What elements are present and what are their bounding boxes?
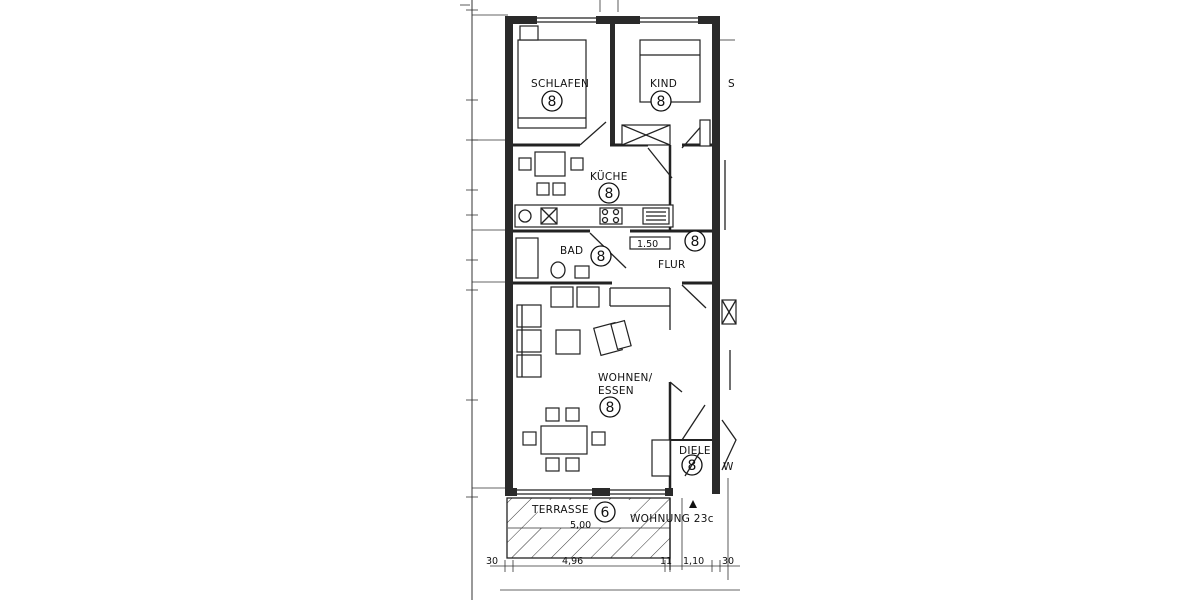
bottom-dim-main: 4,96: [562, 556, 583, 567]
right-edge-fragment-mid: W: [723, 461, 734, 473]
kueche-furniture: [514, 151, 674, 228]
schlafen-bed: [517, 25, 587, 129]
flur-code: 8: [691, 234, 700, 250]
outer-walls: [505, 16, 720, 496]
wohnen-furniture: [516, 286, 671, 477]
bad-code: 8: [597, 249, 606, 265]
bad-code-circle: [590, 245, 612, 267]
bad-furniture: [515, 236, 671, 279]
diele-code-strike: [684, 451, 701, 477]
kind-bed: [621, 39, 711, 147]
right-edge-fragments: [720, 39, 737, 580]
kind-code-circle: [650, 90, 672, 112]
left-dimension-line: [460, 0, 619, 600]
schlafen-code: 8: [548, 94, 557, 110]
unit-label: WOHNUNG 23c: [630, 513, 714, 525]
terrace-width-dimension: 5,00: [570, 520, 591, 531]
bottom-dim-entry: 1,10: [683, 556, 704, 567]
kueche-code-circle: [598, 182, 620, 204]
diele-label: DIELE: [679, 445, 711, 457]
terrasse-code-circle: [594, 501, 616, 523]
bottom-dim-right: 30: [722, 556, 734, 567]
kind-code: 8: [657, 94, 666, 110]
wohnen-code: 8: [606, 400, 615, 416]
bottom-dim-small: 11: [660, 556, 672, 567]
schlafen-code-circle: [541, 90, 563, 112]
kueche-code: 8: [605, 186, 614, 202]
wohnen-code-circle: [599, 396, 621, 418]
entrance-marker: [689, 500, 697, 508]
wohnen-label-line1: WOHNEN/: [598, 372, 653, 384]
terrasse-label: TERRASSE: [531, 504, 589, 516]
right-edge-fragment-top: S: [728, 78, 735, 90]
bottom-dim-left: 30: [486, 556, 498, 567]
flur-width-dimension: 1.50: [637, 239, 658, 250]
kind-label: KIND: [650, 78, 677, 90]
flur-code-circle: [684, 230, 706, 252]
terrasse-code: 6: [601, 505, 610, 521]
bottom-dimension-line: [490, 560, 740, 591]
diele-code: 8: [688, 458, 697, 474]
flur-label: FLUR: [658, 259, 686, 271]
schlafen-label: SCHLAFEN: [531, 78, 589, 90]
bad-label: BAD: [560, 245, 583, 257]
terrace: [506, 497, 683, 570]
kueche-label: KÜCHE: [590, 170, 628, 183]
wohnen-label-line2: ESSEN: [598, 385, 634, 397]
